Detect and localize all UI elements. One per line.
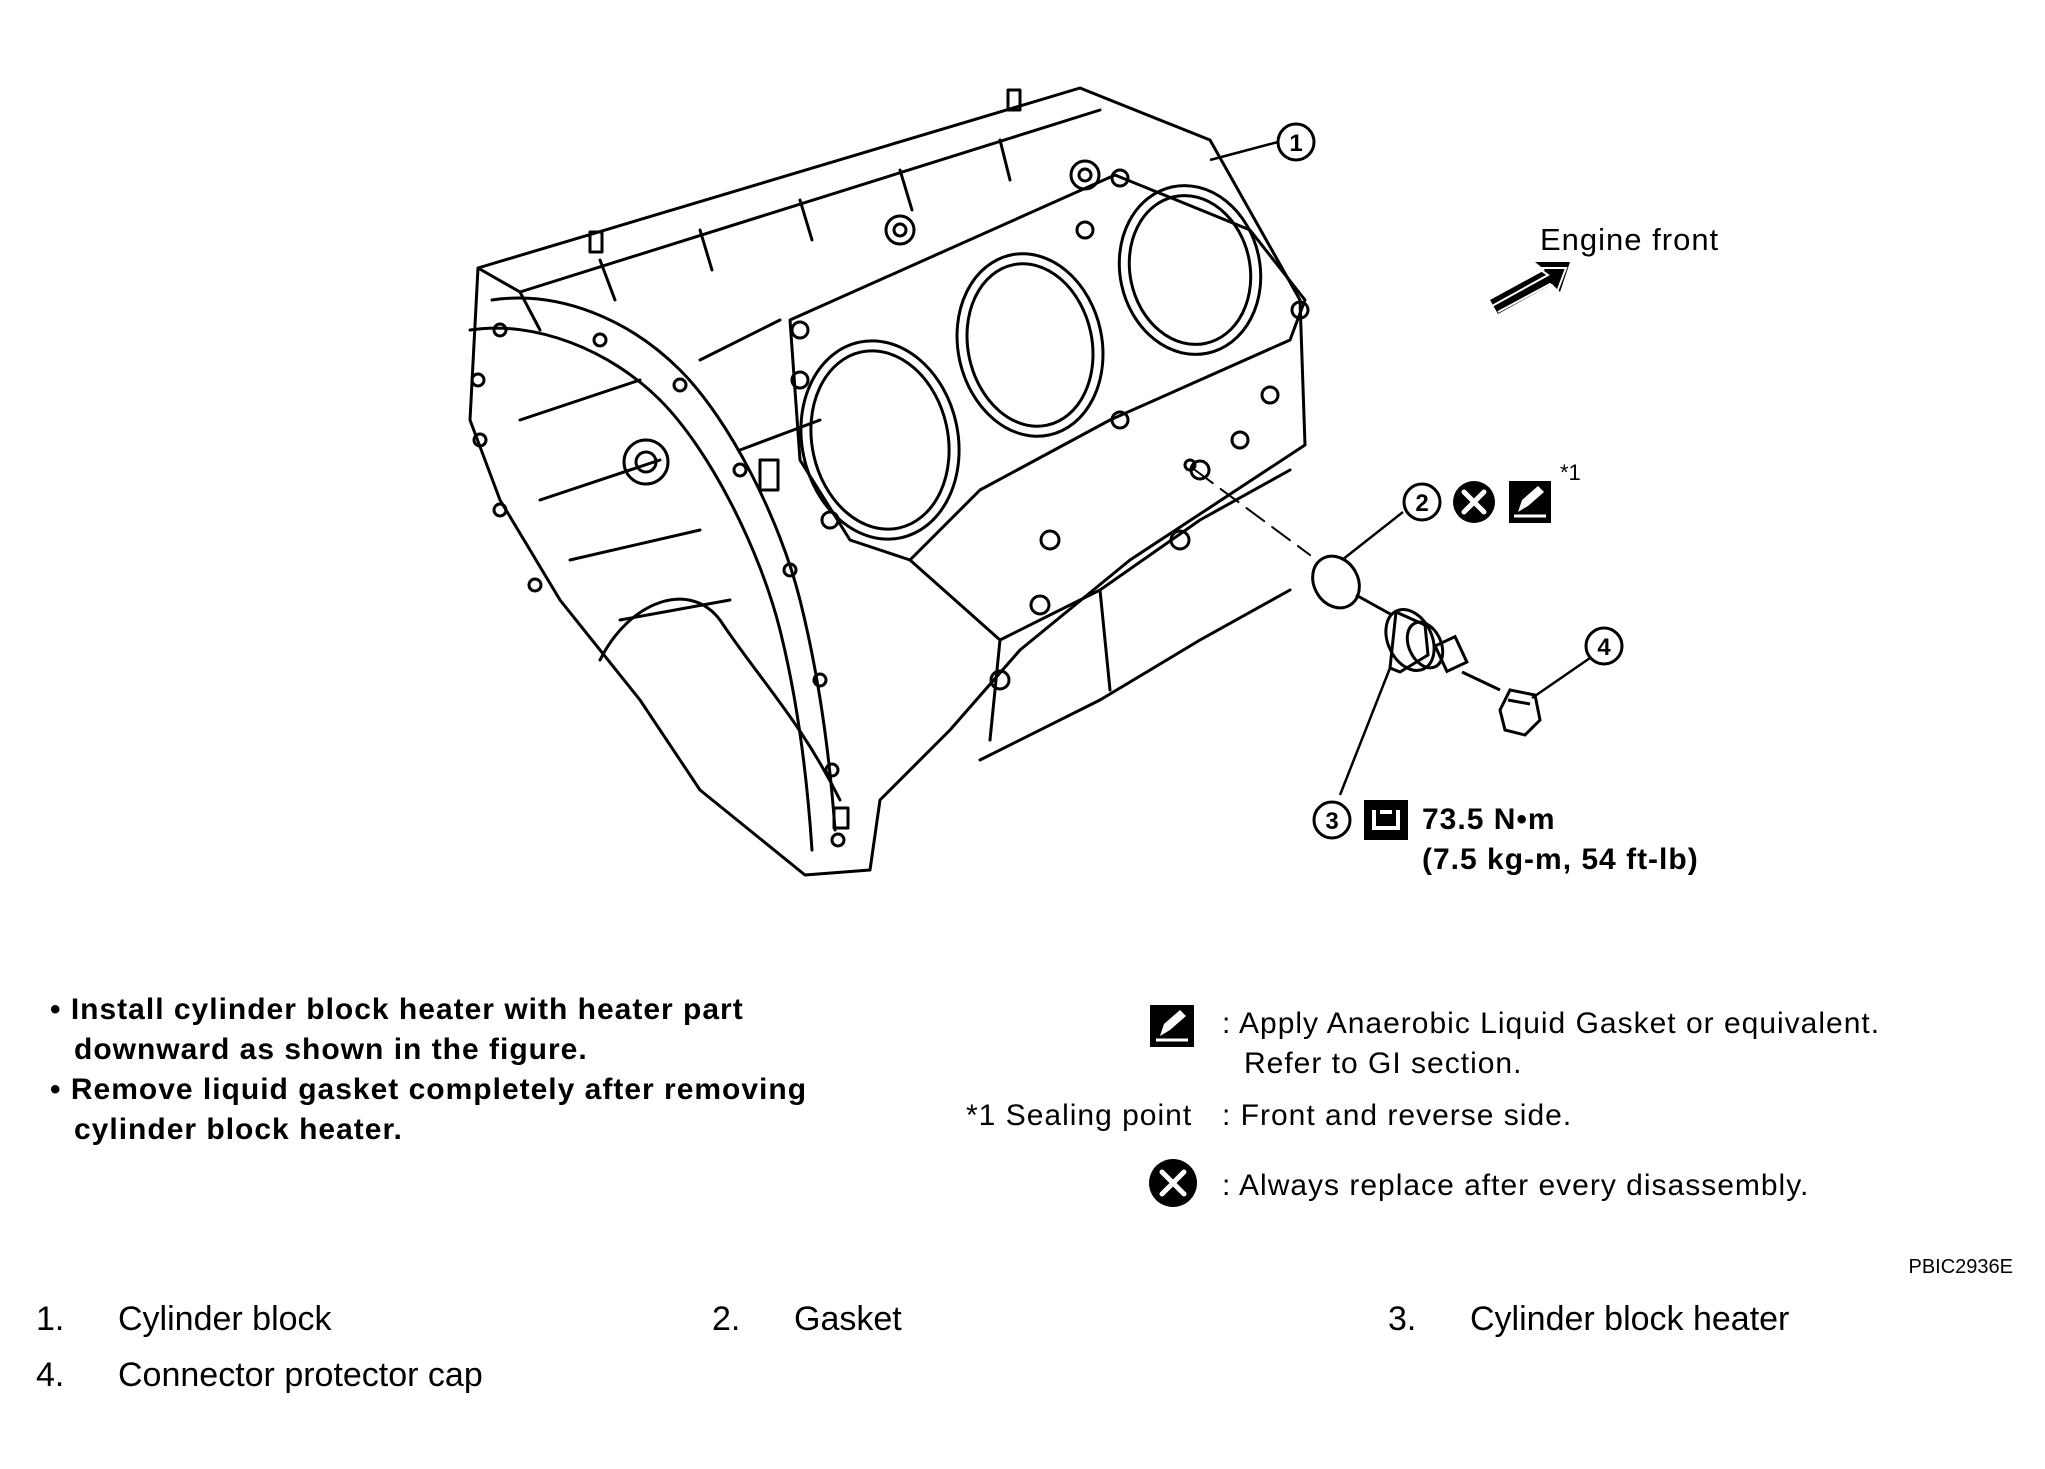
legend-gasket-desc: : Apply Anaerobic Liquid Gasket or equiv… xyxy=(1222,1007,1881,1040)
cylinder-bore-2 xyxy=(955,252,1105,438)
callout-3-number: 3 xyxy=(1325,808,1338,835)
note-line: downward as shown in the figure. xyxy=(74,1033,588,1066)
engine-front-label: Engine front xyxy=(1540,222,1720,257)
torque-spec: 73.5 N•m (7.5 kg-m, 54 ft-lb) xyxy=(1422,800,1699,880)
callout-2-number: 2 xyxy=(1415,490,1428,517)
callout-1-number: 1 xyxy=(1289,130,1302,157)
note-line: cylinder block heater. xyxy=(74,1113,403,1146)
part-number: 1. xyxy=(36,1300,65,1338)
bellhousing-flange xyxy=(490,296,837,832)
callout-2-circle xyxy=(1402,482,1442,522)
cylinder-block-heater xyxy=(1355,593,1501,692)
torque-wrench-icon xyxy=(1364,800,1408,840)
cylinder-block-outline xyxy=(468,86,1307,877)
cylinder-bore-3 xyxy=(1117,184,1263,356)
legend-sealing-point-key: *1 Sealing point xyxy=(966,1099,1193,1132)
callout-1-circle xyxy=(1276,122,1316,162)
liquid-gasket-icon xyxy=(1509,481,1551,523)
part-name: Cylinder block heater xyxy=(1470,1300,1790,1338)
legend-replace-desc: : Always replace after every disassembly… xyxy=(1222,1169,1810,1202)
cylinder-bore-1 xyxy=(799,339,961,541)
legend-always-replace-icon xyxy=(1149,1159,1197,1207)
legend-sealing-point-desc: : Front and reverse side. xyxy=(1222,1099,1573,1132)
part-number: 2. xyxy=(712,1300,741,1338)
part-number: 3. xyxy=(1388,1300,1417,1338)
callout-3-circle xyxy=(1312,800,1352,840)
callout-4-number: 4 xyxy=(1597,634,1611,661)
engine-front-arrow-icon xyxy=(1490,262,1570,314)
sealing-point-marker: *1 xyxy=(1560,460,1581,485)
figure-code: PBIC2936E xyxy=(1908,1256,2013,1278)
always-replace-icon xyxy=(1453,481,1495,523)
legend-gasket-desc-line2: Refer to GI section. xyxy=(1244,1047,1523,1080)
note-line: • Remove liquid gasket completely after … xyxy=(50,1073,808,1106)
callout-4-circle xyxy=(1584,626,1624,666)
torque-line-2: (7.5 kg-m, 54 ft-lb) xyxy=(1422,843,1699,876)
part-name: Cylinder block xyxy=(118,1300,332,1338)
installation-notes: • Install cylinder block heater with hea… xyxy=(50,990,807,1150)
torque-line-1: 73.5 N•m xyxy=(1422,803,1556,836)
part-name: Gasket xyxy=(794,1300,902,1338)
part-number: 4. xyxy=(36,1356,65,1394)
note-line: • Install cylinder block heater with hea… xyxy=(50,993,744,1026)
gasket-ring xyxy=(1311,554,1361,610)
part-name: Connector protector cap xyxy=(118,1356,483,1394)
cylinder-deck xyxy=(788,173,1307,562)
legend-liquid-gasket-icon xyxy=(1150,1005,1194,1047)
